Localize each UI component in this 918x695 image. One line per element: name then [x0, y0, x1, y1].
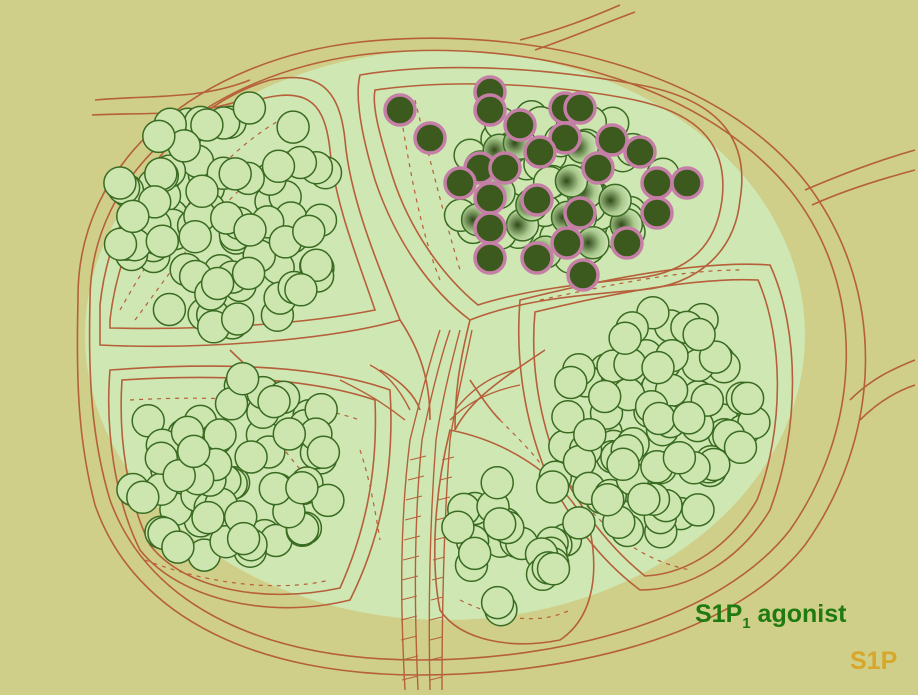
lymphocyte [277, 111, 309, 143]
lymphocyte [178, 435, 210, 467]
lymphocyte [146, 225, 178, 257]
lymphocyte [263, 150, 295, 182]
lymphocyte [258, 386, 290, 418]
lymphocyte [459, 537, 491, 569]
retained-lymphocyte [522, 185, 552, 215]
lymphocyte [202, 268, 234, 300]
lymphocyte [233, 92, 265, 124]
lymphocyte [127, 481, 159, 513]
retained-lymphocyte [385, 95, 415, 125]
lymphocyte [233, 257, 265, 289]
lymphocyte [227, 363, 259, 395]
lymphocyte [538, 553, 570, 585]
lymphocyte [642, 352, 674, 384]
lymphocyte [273, 418, 305, 450]
lymphocyte [574, 419, 606, 451]
lymphocyte [293, 215, 325, 247]
lymphocyte [482, 587, 514, 619]
retained-lymphocyte [568, 260, 598, 290]
retained-lymphocyte [490, 153, 520, 183]
lymphocyte [643, 403, 675, 435]
retained-lymphocyte [565, 93, 595, 123]
lymphocyte [222, 303, 254, 335]
lymphocyte [663, 442, 695, 474]
retained-lymphocyte [583, 153, 613, 183]
lymphocyte [192, 502, 224, 534]
lymphocyte [153, 294, 185, 326]
retained-lymphocyte [612, 228, 642, 258]
retained-lymphocyte [445, 168, 475, 198]
lymphocyte [234, 214, 266, 246]
retained-lymphocyte [642, 168, 672, 198]
lymphocyte [219, 158, 251, 190]
lymphocyte [609, 322, 641, 354]
lymphocyte [683, 319, 715, 351]
lymphocyte [235, 441, 267, 473]
lymphocyte [592, 484, 624, 516]
lymphocyte [104, 167, 136, 199]
lymphocyte [725, 431, 757, 463]
lymphocyte [484, 508, 516, 540]
lymphocyte [628, 483, 660, 515]
lymphocyte [673, 402, 705, 434]
retained-lymphocyte [642, 198, 672, 228]
fading-lymphocyte [599, 184, 631, 216]
s1p-text: S1P [850, 647, 897, 675]
retained-lymphocyte [475, 213, 505, 243]
lymphocyte [145, 158, 177, 190]
lymphocyte [228, 523, 260, 555]
agonist-prefix: S1P [695, 600, 742, 628]
retained-lymphocyte [415, 123, 445, 153]
lymphocyte [481, 467, 513, 499]
lymphocyte [307, 436, 339, 468]
lymphocyte [682, 494, 714, 526]
retained-lymphocyte [525, 137, 555, 167]
lymphocyte [537, 471, 569, 503]
lymphocyte [732, 382, 764, 414]
retained-lymphocyte [597, 125, 627, 155]
s1p-label: S1P [850, 647, 897, 676]
lymphocyte [286, 472, 318, 504]
retained-lymphocyte [522, 243, 552, 273]
s1p1-agonist-label: S1P1 agonist [695, 600, 846, 632]
lymphocyte [186, 175, 218, 207]
retained-lymphocyte [672, 168, 702, 198]
retained-lymphocyte [552, 228, 582, 258]
agonist-subscript: 1 [742, 615, 750, 632]
lymphocyte [162, 531, 194, 563]
lymphocyte [285, 274, 317, 306]
lymphocyte [117, 200, 149, 232]
retained-lymphocyte [565, 198, 595, 228]
lymphocyte [607, 448, 639, 480]
lymphocyte [179, 221, 211, 253]
lymphocyte [589, 381, 621, 413]
retained-lymphocyte [475, 95, 505, 125]
retained-lymphocyte [475, 183, 505, 213]
lymphocyte [555, 367, 587, 399]
agonist-suffix: agonist [751, 600, 847, 628]
lymphocyte [143, 120, 175, 152]
retained-lymphocyte [505, 110, 535, 140]
retained-lymphocyte [625, 137, 655, 167]
retained-lymphocyte [475, 243, 505, 273]
